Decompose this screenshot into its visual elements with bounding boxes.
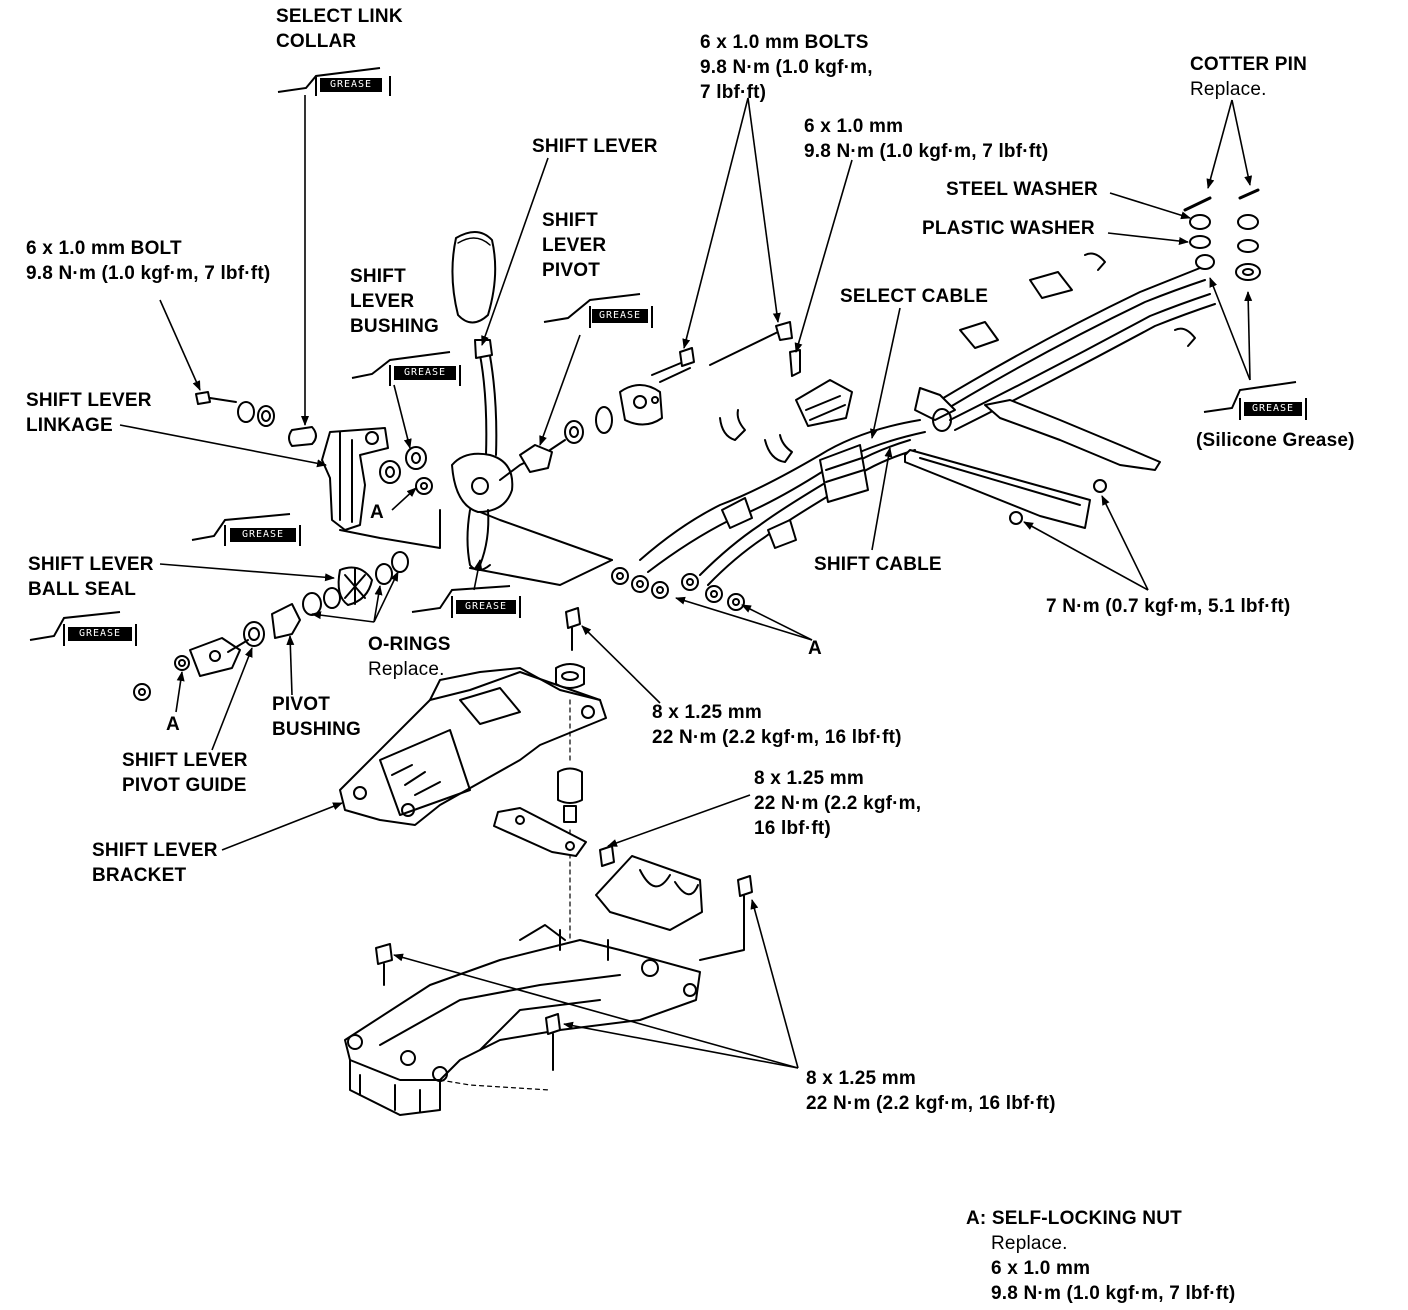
shift-lever-pivot	[519, 444, 553, 473]
pivot-bushing	[271, 603, 301, 639]
label-shift-lever-bushing: SHIFT LEVER BUSHING	[350, 266, 440, 337]
label-select-link-collar: SELECT LINK COLLAR	[276, 6, 403, 52]
shift-lever-body	[451, 452, 514, 513]
label-select-cable: SELECT CABLE	[840, 286, 989, 307]
grease-tag: GREASE	[320, 78, 382, 92]
shift-lever-rod	[477, 344, 498, 456]
label-pivot-bushing: PIVOT BUSHING	[272, 694, 362, 740]
shift-lever-linkage	[321, 427, 389, 531]
label-bolt-left: 6 x 1.0 mm BOLT 9.8 N·m (1.0 kgf·m, 7 lb…	[26, 238, 271, 284]
grease-tag: GREASE	[394, 366, 456, 380]
grease-tag: GREASE	[68, 627, 132, 641]
label-shift-lever-pivot-guide: SHIFT LEVER PIVOT GUIDE	[122, 750, 248, 796]
label-bolt-8x125-b: 8 x 1.25 mm 22 N·m (2.2 kgf·m, 16 lbf·ft…	[754, 768, 922, 839]
shift-cable	[949, 293, 1211, 421]
label-cotter-pin: COTTER PIN Replace.	[1190, 54, 1308, 100]
label-o-rings: O-RINGS Replace.	[368, 634, 451, 680]
label-bolt-8x125-a: 8 x 1.25 mm 22 N·m (2.2 kgf·m, 16 lbf·ft…	[652, 702, 902, 748]
shift-lever-bracket	[339, 671, 607, 826]
left-bolt	[195, 391, 237, 405]
grease-tag: GREASE	[592, 309, 648, 323]
label-plastic-washer: PLASTIC WASHER	[922, 218, 1095, 239]
label-bolt-8x125-c: 8 x 1.25 mm 22 N·m (2.2 kgf·m, 16 lbf·ft…	[806, 1068, 1056, 1114]
select-cable	[939, 267, 1201, 401]
legend-self-locking-nut: A: SELF-LOCKING NUT Replace. 6 x 1.0 mm …	[966, 1208, 1236, 1304]
marker-a: A	[166, 714, 180, 735]
center-bolt	[565, 607, 581, 651]
label-shift-lever-bracket: SHIFT LEVER BRACKET	[92, 840, 218, 886]
grease-tag: GREASE	[456, 600, 516, 614]
label-steel-washer: STEEL WASHER	[946, 179, 1098, 200]
cable-bracket	[984, 399, 1161, 471]
grease-tag: GREASE	[230, 528, 296, 542]
shift-lever-pivot-guide	[189, 637, 241, 677]
grease-gun-icons	[29, 67, 1307, 646]
marker-a: A	[370, 502, 384, 523]
pivot-housing	[619, 384, 663, 426]
label-shift-cable: SHIFT CABLE	[814, 554, 942, 575]
select-link-collar	[288, 426, 317, 447]
label-bolts-top: 6 x 1.0 mm BOLTS 9.8 N·m (1.0 kgf·m, 7 l…	[700, 32, 873, 103]
label-shift-lever-pivot: SHIFT LEVER PIVOT	[542, 210, 607, 281]
label-shift-lever-ball-seal: SHIFT LEVER BALL SEAL	[28, 554, 154, 600]
heat-shield	[595, 855, 703, 931]
grease-tag: GREASE	[1244, 402, 1302, 416]
label-torque-7nm: 7 N·m (0.7 kgf·m, 5.1 lbf·ft)	[1046, 596, 1291, 617]
shift-knob	[451, 231, 497, 324]
label-shift-lever-linkage: SHIFT LEVER LINKAGE	[26, 390, 152, 436]
label-shift-lever: SHIFT LEVER	[532, 136, 658, 157]
label-silicone-grease: (Silicone Grease)	[1196, 430, 1355, 451]
label-bolt-6x1-top: 6 x 1.0 mm 9.8 N·m (1.0 kgf·m, 7 lbf·ft)	[804, 116, 1049, 162]
marker-a: A	[808, 638, 822, 659]
